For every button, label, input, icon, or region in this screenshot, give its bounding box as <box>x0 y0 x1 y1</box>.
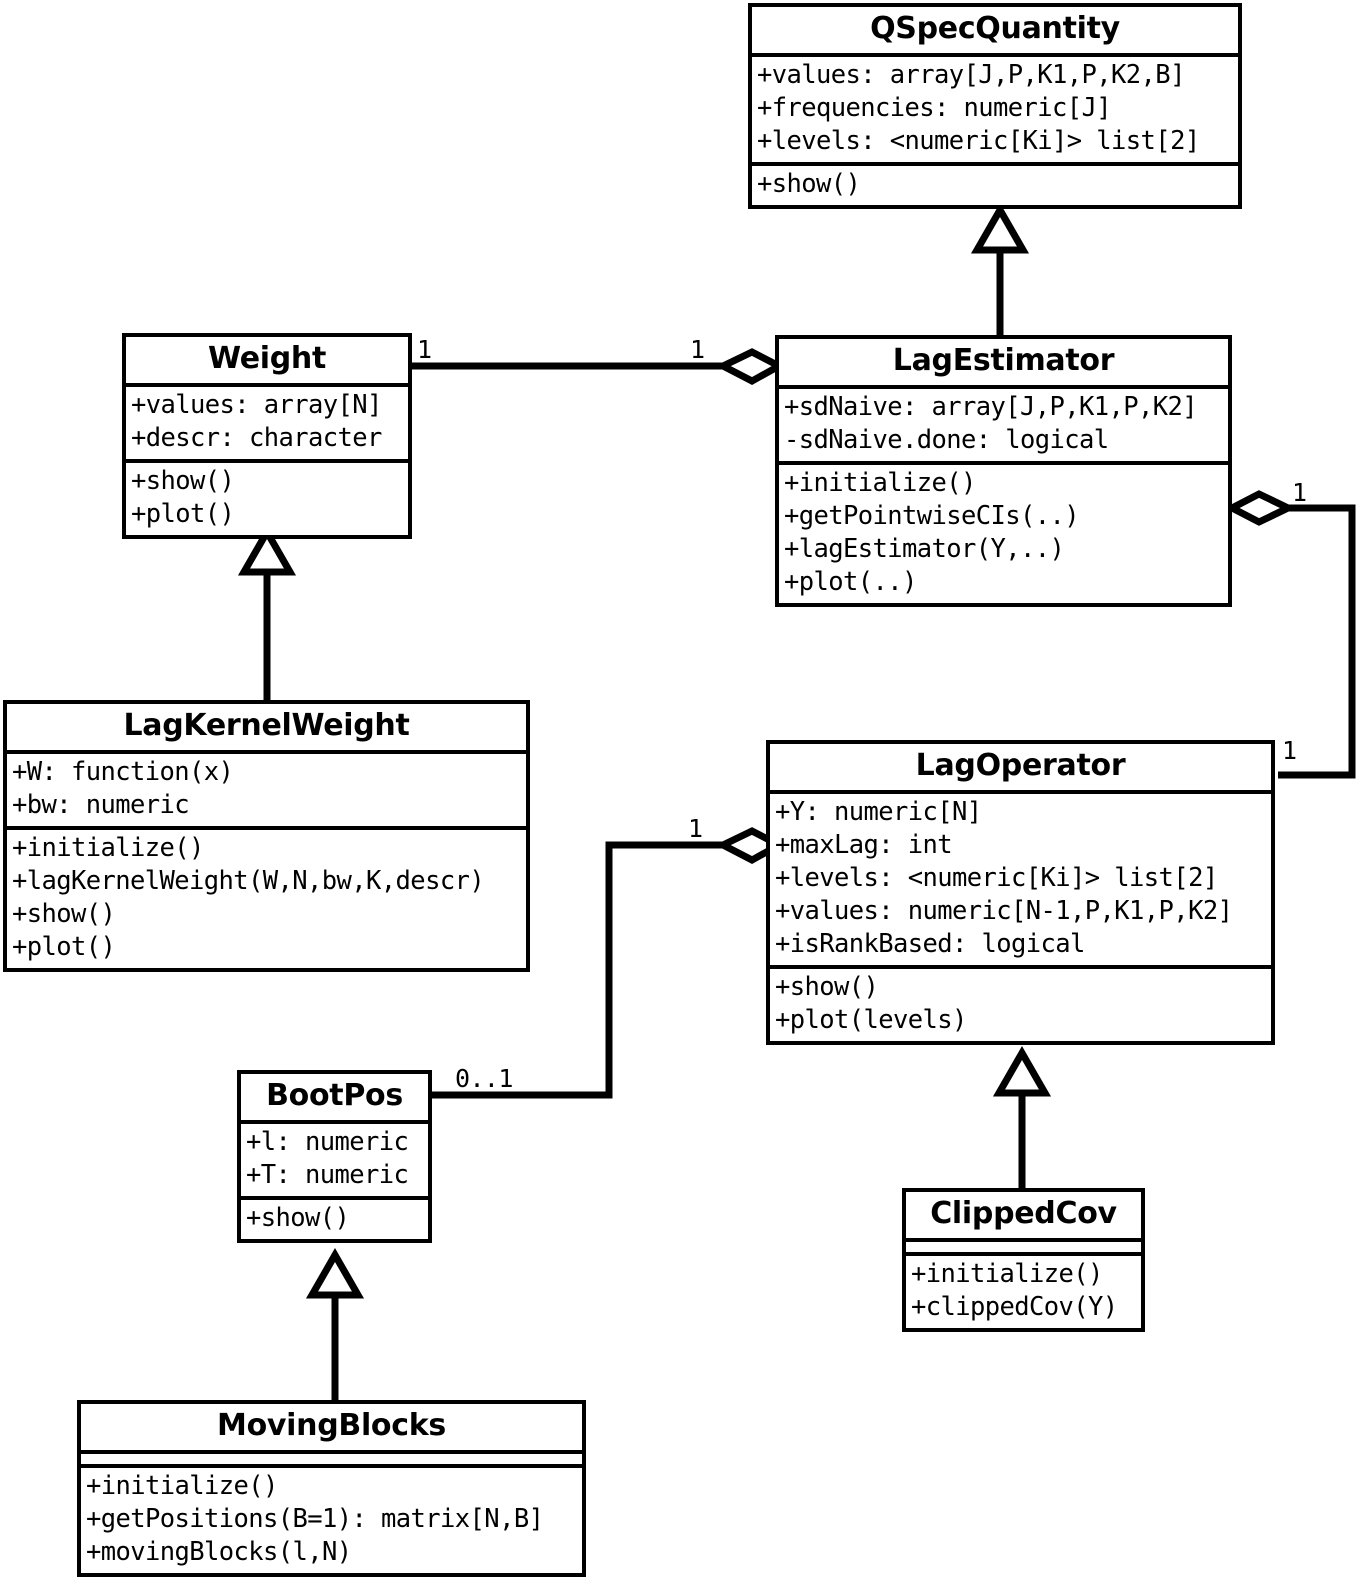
class-name-qspecquantity: QSpecQuantity <box>870 11 1120 46</box>
operation: +getPositions(B=1): matrix[N,B] <box>86 1504 544 1534</box>
attributes-compartment-bootpos: +l: numeric +T: numeric <box>241 1120 428 1196</box>
attribute: +values: numeric[N-1,P,K1,P,K2] <box>775 896 1233 926</box>
attribute: +bw: numeric <box>12 790 190 820</box>
class-name-lagkernelweight: LagKernelWeight <box>123 708 410 743</box>
attributes-compartment-movingblocks <box>81 1450 582 1464</box>
class-box-lagoperator[interactable]: LagOperator +Y: numeric[N] +maxLag: int … <box>766 740 1275 1045</box>
operation: +initialize() <box>12 833 204 863</box>
operation: +show() <box>246 1203 350 1233</box>
class-name-movingblocks: MovingBlocks <box>217 1408 446 1443</box>
attribute: +levels: <numeric[Ki]> list[2] <box>757 126 1200 156</box>
class-box-clippedcov[interactable]: ClippedCov +initialize() +clippedCov(Y) <box>902 1188 1145 1332</box>
attribute: +values: array[N] <box>131 390 382 420</box>
operation: +show() <box>775 972 879 1002</box>
operation: +plot() <box>131 499 235 529</box>
class-name-clippedcov: ClippedCov <box>930 1196 1117 1231</box>
multiplicity-label-lagestimator-left: 1 <box>690 335 705 364</box>
operation: +plot() <box>12 932 116 962</box>
multiplicity-label-lagestimator-right: 1 <box>1292 478 1307 507</box>
operation: +lagEstimator(Y,..) <box>784 534 1065 564</box>
class-box-qspecquantity[interactable]: QSpecQuantity +values: array[J,P,K1,P,K2… <box>748 3 1242 209</box>
attribute: +frequencies: numeric[J] <box>757 93 1112 123</box>
class-box-lagkernelweight[interactable]: LagKernelWeight +W: function(x) +bw: num… <box>3 700 530 972</box>
attribute: +T: numeric <box>246 1160 409 1190</box>
attribute: -sdNaive.done: logical <box>784 425 1109 455</box>
attribute: +l: numeric <box>246 1127 409 1157</box>
class-box-movingblocks[interactable]: MovingBlocks +initialize() +getPositions… <box>77 1400 586 1577</box>
attributes-compartment-lagoperator: +Y: numeric[N] +maxLag: int +levels: <nu… <box>770 790 1271 965</box>
operation: +plot(..) <box>784 567 917 597</box>
class-box-bootpos[interactable]: BootPos +l: numeric +T: numeric +show() <box>237 1070 432 1243</box>
operation: +lagKernelWeight(W,N,bw,K,descr) <box>12 866 485 896</box>
operations-compartment-lagoperator: +show() +plot(levels) <box>770 965 1271 1041</box>
operations-compartment-bootpos: +show() <box>241 1196 428 1239</box>
attributes-compartment-lagestimator: +sdNaive: array[J,P,K1,P,K2] -sdNaive.do… <box>779 385 1228 461</box>
attributes-compartment-qspecquantity: +values: array[J,P,K1,P,K2,B] +frequenci… <box>752 53 1238 162</box>
attributes-compartment-weight: +values: array[N] +descr: character <box>126 383 408 459</box>
attribute: +W: function(x) <box>12 757 234 787</box>
attribute: +maxLag: int <box>775 830 953 860</box>
class-name-weight: Weight <box>207 341 327 376</box>
multiplicity-label-bootpos-right: 0..1 <box>455 1064 513 1093</box>
operations-compartment-movingblocks: +initialize() +getPositions(B=1): matrix… <box>81 1464 582 1573</box>
operation: +movingBlocks(l,N) <box>86 1537 352 1567</box>
aggregation-weight-lagestimator <box>412 348 787 385</box>
attribute: +Y: numeric[N] <box>775 797 982 827</box>
attributes-compartment-clippedcov <box>906 1238 1141 1252</box>
operations-compartment-qspecquantity: +show() <box>752 162 1238 205</box>
operations-compartment-lagestimator: +initialize() +getPointwiseCIs(..) +lagE… <box>779 461 1228 603</box>
attribute: +descr: character <box>131 423 382 453</box>
operation: +initialize() <box>86 1471 278 1501</box>
class-name-lagoperator: LagOperator <box>915 748 1126 783</box>
generalization-lagestimator-qspecquantity <box>970 202 1030 335</box>
attribute: +values: array[J,P,K1,P,K2,B] <box>757 60 1185 90</box>
operation: +show() <box>131 466 235 496</box>
class-box-weight[interactable]: Weight +values: array[N] +descr: charact… <box>122 333 412 539</box>
operation: +show() <box>12 899 116 929</box>
operation: +plot(levels) <box>775 1005 967 1035</box>
multiplicity-label-lagoperator-left: 1 <box>688 814 703 843</box>
multiplicity-label-weight-right: 1 <box>417 335 432 364</box>
operations-compartment-clippedcov: +initialize() +clippedCov(Y) <box>906 1252 1141 1328</box>
generalization-clippedcov-lagoperator <box>992 1045 1052 1188</box>
operation: +initialize() <box>784 468 976 498</box>
operations-compartment-weight: +show() +plot() <box>126 459 408 535</box>
operation: +show() <box>757 169 861 199</box>
attribute: +levels: <numeric[Ki]> list[2] <box>775 863 1218 893</box>
class-box-lagestimator[interactable]: LagEstimator +sdNaive: array[J,P,K1,P,K2… <box>775 335 1232 607</box>
attribute: +isRankBased: logical <box>775 929 1085 959</box>
class-name-lagestimator: LagEstimator <box>892 343 1115 378</box>
attribute: +sdNaive: array[J,P,K1,P,K2] <box>784 392 1198 422</box>
aggregation-lagestimator-lagoperator <box>1224 490 1356 779</box>
class-name-bootpos: BootPos <box>266 1078 403 1113</box>
multiplicity-label-lagoperator-topright: 1 <box>1282 736 1297 765</box>
operation: +getPointwiseCIs(..) <box>784 501 1080 531</box>
generalization-lagkernelweight-weight <box>237 524 297 700</box>
operation: +clippedCov(Y) <box>911 1292 1118 1322</box>
operations-compartment-lagkernelweight: +initialize() +lagKernelWeight(W,N,bw,K,… <box>7 826 526 968</box>
attributes-compartment-lagkernelweight: +W: function(x) +bw: numeric <box>7 750 526 826</box>
operation: +initialize() <box>911 1259 1103 1289</box>
generalization-movingblocks-bootpos <box>305 1247 365 1400</box>
